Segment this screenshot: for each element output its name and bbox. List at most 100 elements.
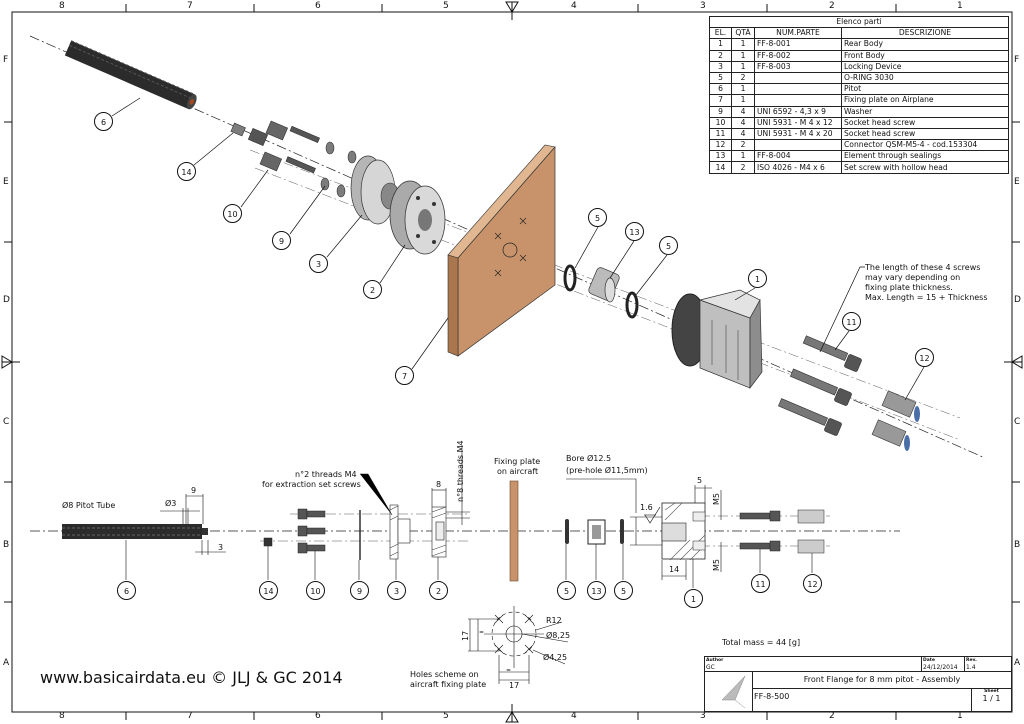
zone-label: 4 xyxy=(571,711,577,721)
section-leaders xyxy=(125,473,813,588)
total-mass: Total mass = 44 [g] xyxy=(722,638,801,647)
pitot-dimensions xyxy=(160,494,226,555)
balloon: 9 xyxy=(272,231,291,250)
quantity: 1 xyxy=(731,83,755,96)
balloon: 13 xyxy=(587,581,606,600)
balloon: 13 xyxy=(625,222,644,241)
author-cell: Author GC xyxy=(704,656,922,672)
front-body-3d xyxy=(389,180,446,255)
balloon: 2 xyxy=(363,280,382,299)
description: Fixing plate on Airplane xyxy=(841,94,1009,107)
balloon: 7 xyxy=(395,366,414,385)
date-cell: Date 24/12/2014 xyxy=(921,656,965,672)
balloon: 6 xyxy=(94,112,113,131)
fixing-plate-label: on aircraft xyxy=(497,467,539,476)
item-number: 3 xyxy=(709,60,732,73)
logo-cell xyxy=(704,671,753,712)
balloon: 10 xyxy=(306,581,325,600)
dimension-17: 17 xyxy=(461,630,470,641)
holes-scheme-label: aircraft fixing plate xyxy=(410,680,487,689)
zone-label: 6 xyxy=(315,1,321,11)
zone-label: A xyxy=(1014,658,1021,668)
quantity: 4 xyxy=(731,105,755,118)
pitot-tube-3d xyxy=(64,40,197,110)
part-number xyxy=(754,83,842,96)
dimension-d425: Ø4,25 xyxy=(543,653,568,662)
locking-device-section xyxy=(389,504,411,560)
logo-paper-plane xyxy=(721,675,746,709)
dimension-m5: M5 xyxy=(712,493,721,505)
zone-label: A xyxy=(3,658,10,668)
dimension-17: 17 xyxy=(509,681,520,690)
item-number: 2 xyxy=(709,49,732,62)
equal-mark: = xyxy=(506,667,512,674)
item-number: 9 xyxy=(709,105,732,118)
quantity: 1 xyxy=(731,38,755,51)
zone-label: 5 xyxy=(443,1,449,11)
equal-mark: = xyxy=(479,629,485,636)
description: O-RING 3030 xyxy=(841,71,1009,85)
website-credit[interactable]: www.basicairdata.eu © JLJ & GC 2014 xyxy=(40,668,343,687)
header-cell: DESCRIZIONE xyxy=(841,27,1009,40)
holes-scheme-label: Holes scheme on xyxy=(410,670,479,679)
dimension-14: 14 xyxy=(669,565,680,574)
drawing-title: Front Flange for 8 mm pitot - Assembly xyxy=(752,671,1012,689)
quantity: 1 xyxy=(731,150,755,163)
front-body-dimensions xyxy=(431,445,470,525)
quantity: 1 xyxy=(731,60,755,73)
part-number xyxy=(754,94,842,107)
item-number: 14 xyxy=(709,161,732,174)
part-number: FF-8-002 xyxy=(754,49,842,62)
description: Washer xyxy=(841,105,1009,118)
zone-label: C xyxy=(1014,417,1021,427)
threads-8-note: n°8 threads M4 xyxy=(456,440,465,502)
balloon: 11 xyxy=(842,312,861,331)
balloon: 5 xyxy=(614,581,633,600)
screws-11-3d xyxy=(778,335,862,436)
screws-10-14-3d xyxy=(230,120,357,198)
front-body-section xyxy=(431,506,447,558)
dimension-m5: M5 xyxy=(712,559,721,571)
dimension-5: 5 xyxy=(697,476,703,485)
item-number: 13 xyxy=(709,150,732,163)
rear-body-section xyxy=(661,502,706,561)
zone-label: B xyxy=(3,540,10,550)
zone-label: 8 xyxy=(59,1,65,11)
description: Socket head screw xyxy=(841,127,1009,141)
part-number: FF-8-001 xyxy=(754,38,842,51)
part-number xyxy=(754,139,842,152)
balloon: 5 xyxy=(659,236,678,255)
bore-note: Bore Ø12.5 xyxy=(566,454,612,463)
zone-label: F xyxy=(1014,55,1020,65)
note-line: may vary depending on xyxy=(865,273,961,282)
zone-label: 2 xyxy=(829,1,835,11)
threads-note: n°2 threads M4 xyxy=(295,470,357,479)
connectors-12-3d xyxy=(871,390,920,451)
fixing-plate-label: Fixing plate xyxy=(494,457,541,466)
part-number: UNI 5931 - M 4 x 20 xyxy=(754,127,842,141)
zone-label: B xyxy=(1014,540,1021,550)
holes-scheme xyxy=(468,606,569,684)
balloon: 1 xyxy=(748,269,767,288)
zone-label: 1 xyxy=(957,711,963,721)
roughness-symbol: 1.6 xyxy=(640,503,653,512)
zone-label: 6 xyxy=(315,711,321,721)
zone-label: 7 xyxy=(187,1,193,11)
description: Front Body xyxy=(841,49,1009,62)
zone-label: 1 xyxy=(957,1,963,11)
item-number: 12 xyxy=(709,139,732,152)
description: Element through sealings xyxy=(841,150,1009,163)
quantity: 1 xyxy=(731,49,755,62)
balloon: 14 xyxy=(177,162,196,181)
balloon: 5 xyxy=(557,581,576,600)
pitot-tube-section xyxy=(62,524,208,539)
